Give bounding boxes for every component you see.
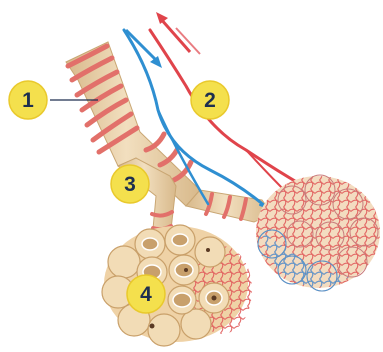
arrow-down-right-blue-icon	[126, 30, 162, 68]
alveolar-sac	[102, 225, 252, 346]
label-1-text: 1	[22, 89, 34, 112]
label-4-badge: 4	[127, 275, 165, 313]
label-1-badge: 1	[9, 81, 47, 119]
label-2-text: 2	[204, 89, 216, 112]
label-3-badge: 3	[111, 165, 149, 203]
label-2-badge: 2	[191, 81, 229, 119]
alveolar-cluster-right	[256, 175, 380, 291]
label-4-text: 4	[140, 283, 152, 306]
label-3-text: 3	[124, 173, 136, 196]
